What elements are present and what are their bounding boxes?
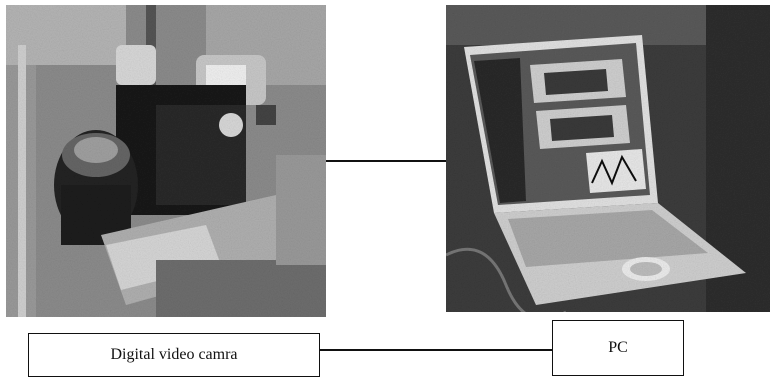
camera-label: Digital video camra — [110, 346, 238, 363]
camera-to-pc-photo-connector — [326, 160, 446, 162]
laptop-photo — [446, 5, 770, 312]
camera-photo — [6, 5, 326, 317]
camera-to-pc-label-connector — [320, 349, 552, 351]
camera-label-box: Digital video camra — [28, 333, 320, 377]
pc-label: PC — [608, 339, 628, 356]
pc-label-box: PC — [552, 320, 684, 376]
